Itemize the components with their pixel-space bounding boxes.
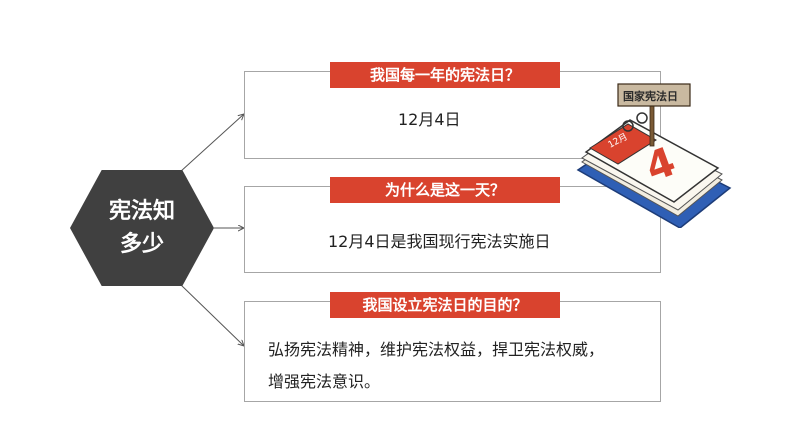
question-tag-1: 我国每一年的宪法日？ xyxy=(330,62,560,88)
connector-line-1 xyxy=(179,114,244,173)
question-tag-2: 为什么是这一天？ xyxy=(330,177,560,203)
topic-title-line1: 宪法知 xyxy=(108,199,175,224)
topic-hexagon: 宪法知 多少 xyxy=(70,170,214,286)
answer-text-1: 12月4日 xyxy=(398,110,461,129)
topic-title-line2: 多少 xyxy=(119,232,164,257)
connector-line-3 xyxy=(179,283,244,346)
answer-text-3-line1: 弘扬宪法精神，维护宪法权益，捍卫宪法权威， xyxy=(268,340,605,359)
answer-text-3: 弘扬宪法精神，维护宪法权益，捍卫宪法权威， 增强宪法意识。 xyxy=(268,334,648,398)
calendar-sign-text: 国家宪法日 xyxy=(623,89,678,103)
answer-text-3-line2: 增强宪法意识。 xyxy=(268,372,381,391)
answer-text-2: 12月4日是我国现行宪法实施日 xyxy=(328,232,551,251)
question-tag-3: 我国设立宪法日的目的？ xyxy=(330,292,560,318)
calendar-illustration: 12月 4 国家宪法日 xyxy=(576,83,732,228)
